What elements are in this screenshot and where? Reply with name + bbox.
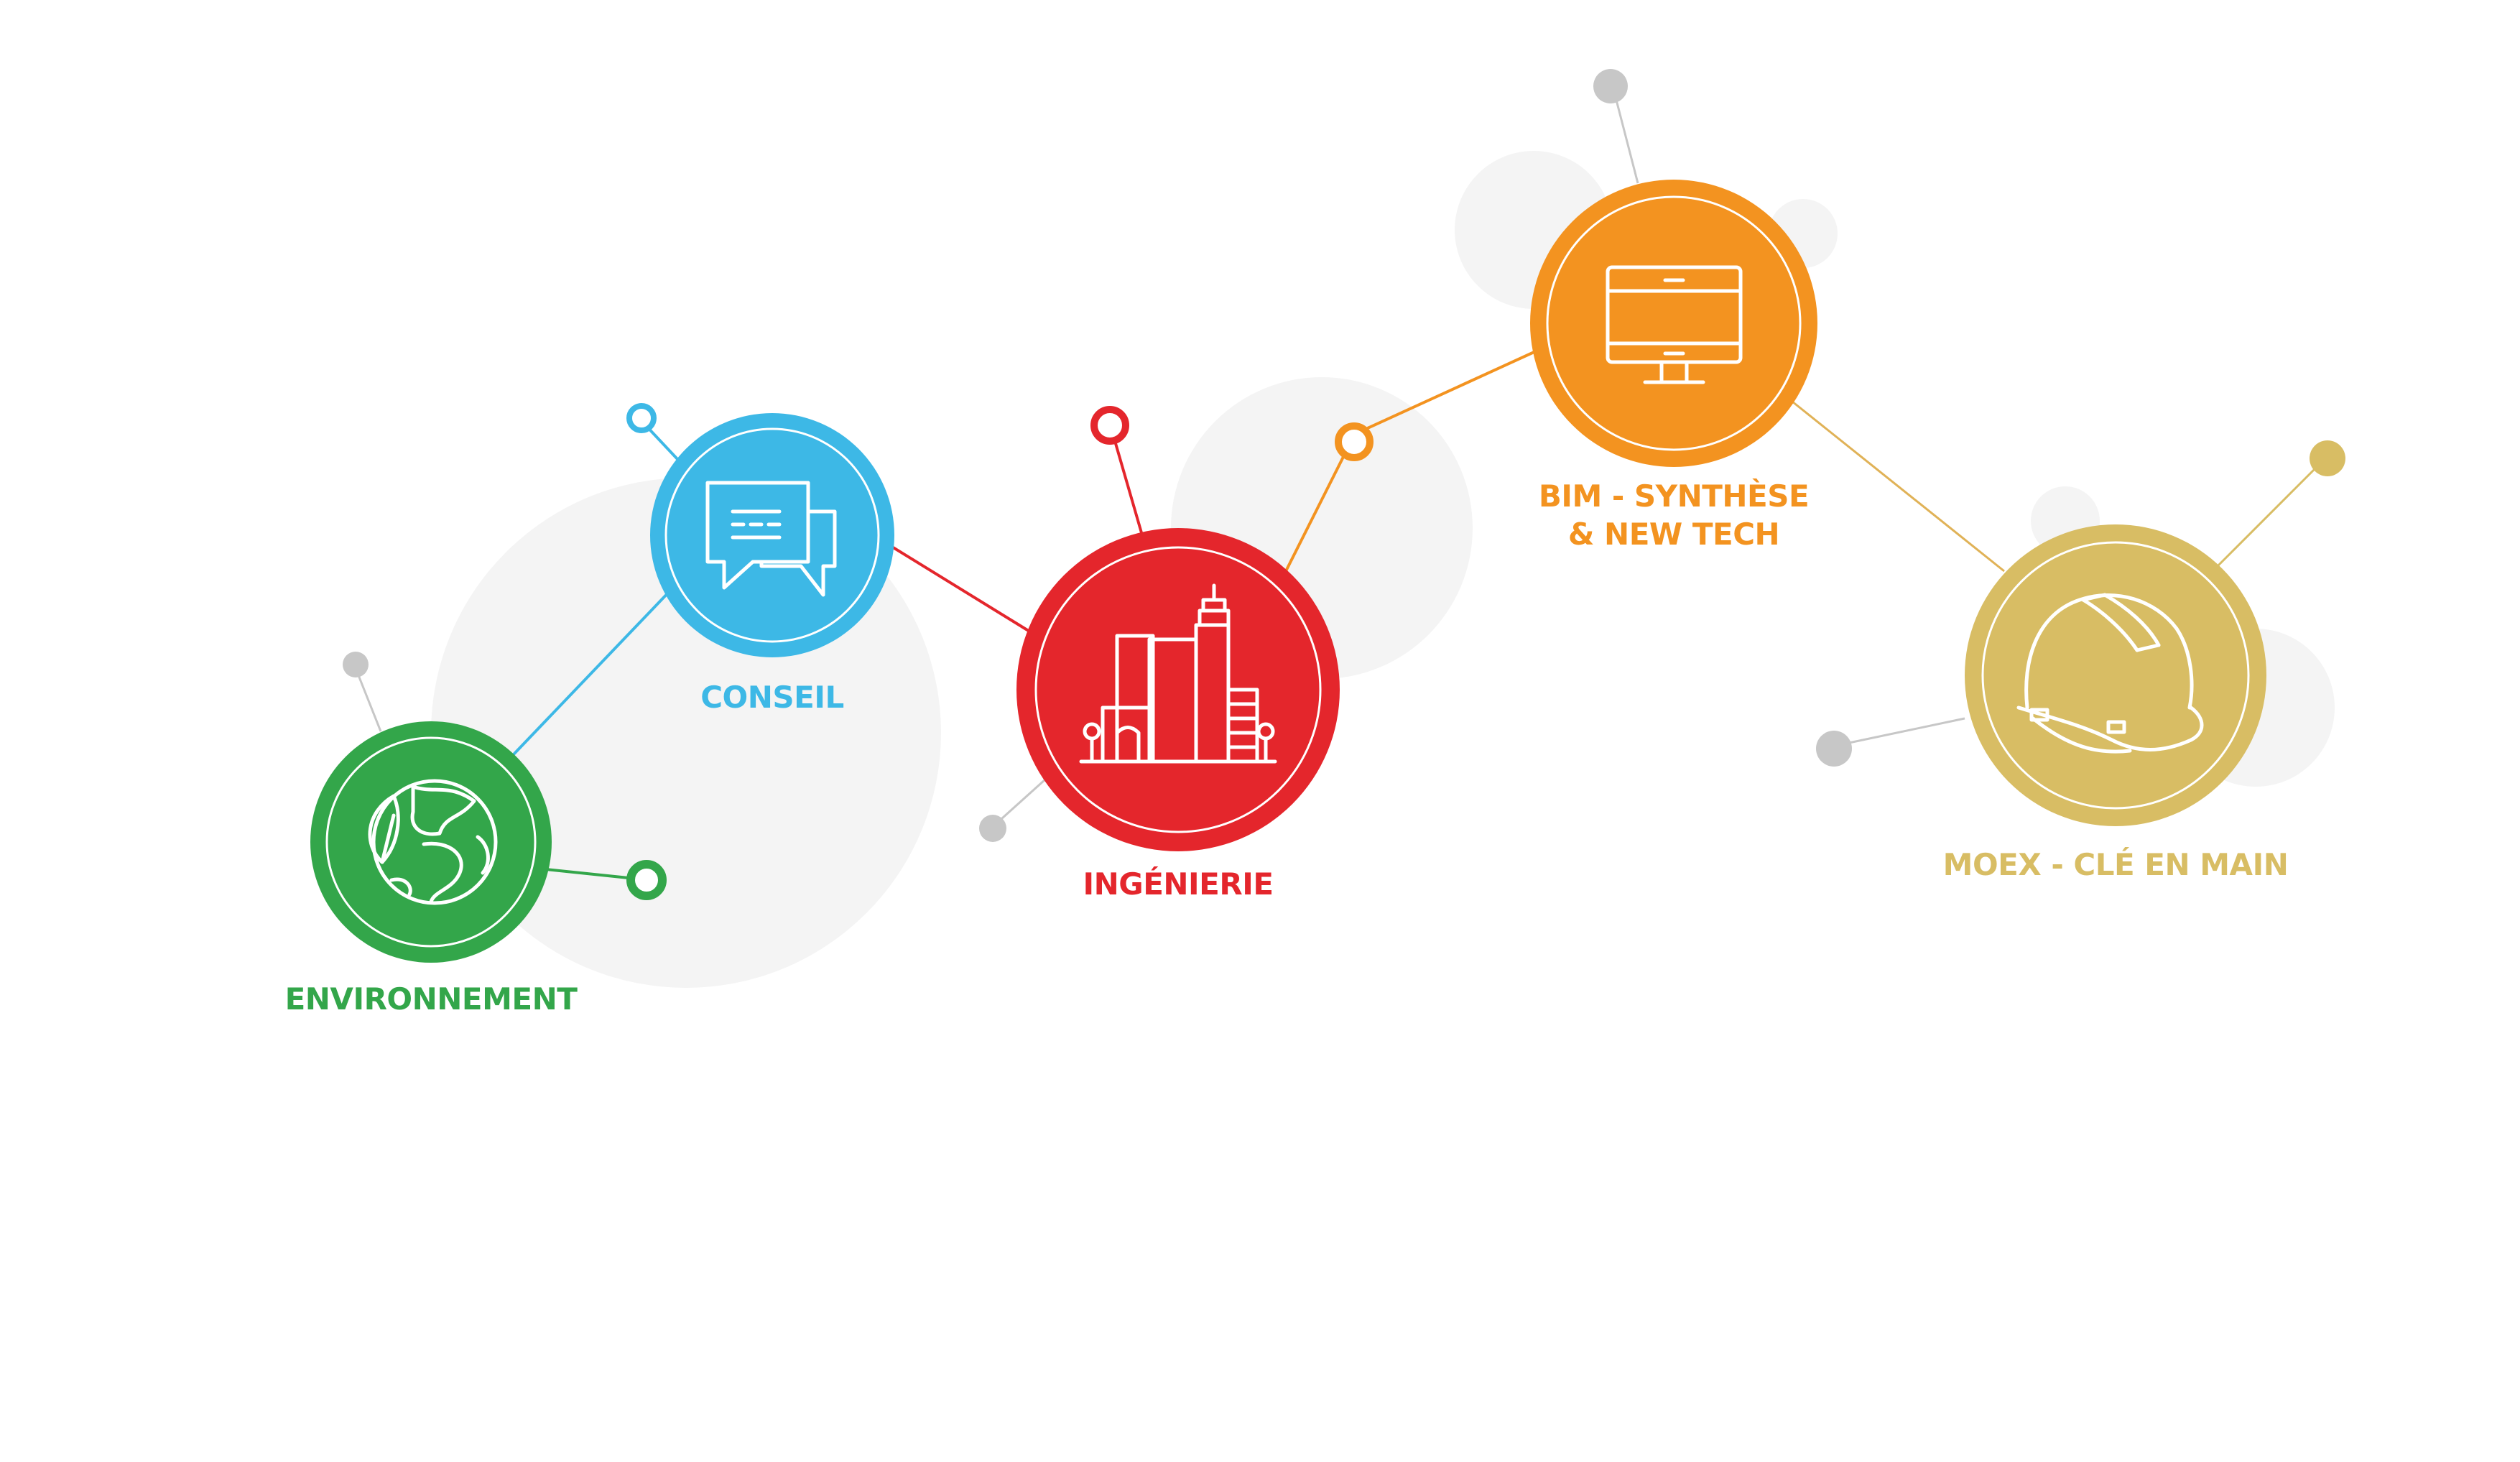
service-bim[interactable]: BIM - SYNTHÈSE & NEW TECH — [1530, 180, 1817, 552]
node-ingenierie-gray — [979, 815, 1006, 842]
service-moex[interactable]: MOEX - CLÉ EN MAIN — [1943, 524, 2289, 882]
service-ring-ingenierie — [1034, 546, 1322, 833]
service-label-bim-line-1: BIM - SYNTHÈSE — [1539, 478, 1809, 514]
connector-ingenierie-gray-node — [993, 778, 1047, 826]
node-moex-gray — [1816, 731, 1852, 767]
connector-bim-gray-node — [1611, 85, 1639, 184]
node-environnement-gray — [343, 652, 369, 677]
connector-environnement-gray-node — [354, 667, 382, 732]
service-circle-ingenierie — [1016, 528, 1340, 851]
connector-environnement-green-node — [545, 868, 629, 879]
connector-environnement-conseil — [512, 588, 673, 756]
connector-conseil-ingenierie — [889, 545, 1032, 634]
globe-leaf-icon — [368, 779, 498, 905]
connector-node-bim — [1361, 349, 1538, 432]
service-ring-environnement — [325, 736, 537, 948]
service-ring-conseil — [664, 427, 880, 643]
service-circle-moex — [1965, 524, 2266, 826]
node-environnement-green — [626, 860, 667, 900]
connector-moex-gray-node — [1835, 717, 1965, 747]
node-moex-gold — [2310, 440, 2345, 476]
node-conseil-blue — [626, 403, 657, 433]
chat-bubbles-icon — [705, 481, 837, 597]
service-ring-moex — [1981, 541, 2250, 810]
service-label-ingenierie: INGÉNIERIE — [1083, 866, 1273, 902]
service-environnement[interactable]: ENVIRONNEMENT — [285, 721, 578, 1017]
service-label-moex: MOEX - CLÉ EN MAIN — [1943, 846, 2289, 882]
connectors — [354, 85, 2325, 879]
connector-ingenierie-red-node — [1111, 430, 1144, 536]
service-ingenierie[interactable]: INGÉNIERIE — [1016, 528, 1340, 902]
buildings-icon — [1079, 583, 1277, 764]
service-label-environnement: ENVIRONNEMENT — [285, 981, 578, 1017]
service-ring-bim — [1546, 195, 1802, 451]
connector-ingenierie-node — [1284, 439, 1353, 572]
service-conseil[interactable]: CONSEIL — [650, 413, 894, 715]
node-bim-gray — [1593, 69, 1628, 103]
node-bim-orange — [1335, 422, 1374, 461]
service-circle-bim — [1530, 180, 1817, 467]
connector-bim-moex — [1788, 397, 2005, 573]
service-label-bim-line-2: & NEW TECH — [1568, 517, 1779, 552]
hard-hat-icon — [2016, 593, 2204, 754]
connector-moex-gold-node — [2211, 458, 2325, 573]
node-ingenierie-red — [1090, 406, 1129, 445]
small-nodes — [343, 69, 2345, 900]
service-label-conseil: CONSEIL — [700, 680, 844, 715]
monitor-icon — [1606, 265, 1743, 384]
